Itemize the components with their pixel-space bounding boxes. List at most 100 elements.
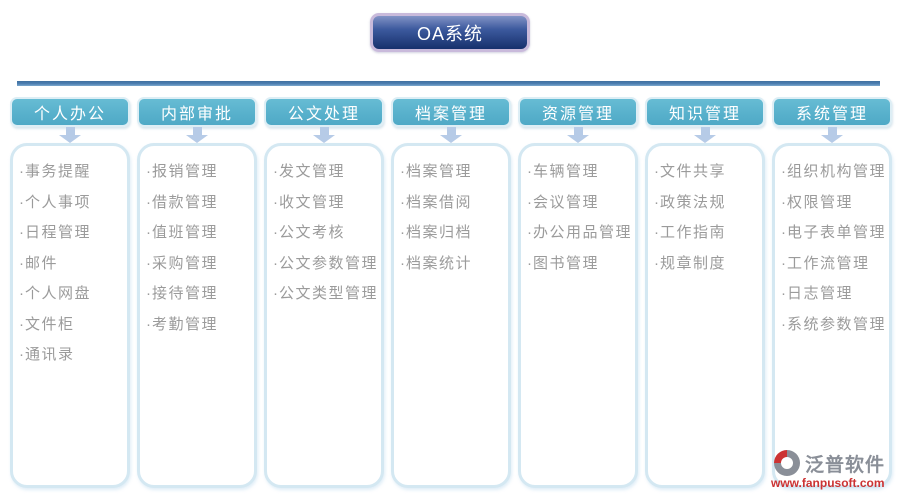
menu-item-label: 日志管理 — [787, 285, 854, 302]
menu-item: ·采购管理 — [146, 249, 252, 280]
menu-item: ·借款管理 — [146, 188, 252, 219]
down-arrow-icon — [391, 127, 511, 143]
menu-item-label: 文件共享 — [660, 163, 727, 180]
menu-item: ·文件柜 — [19, 310, 125, 341]
menu-item: ·收文管理 — [273, 188, 379, 219]
bullet-icon: · — [273, 163, 278, 180]
column-header: 系统管理 — [772, 97, 892, 127]
menu-item: ·通讯录 — [19, 340, 125, 371]
menu-item-label: 接待管理 — [152, 285, 219, 302]
bullet-icon: · — [781, 285, 786, 302]
bullet-icon: · — [146, 163, 151, 180]
menu-item: ·报销管理 — [146, 157, 252, 188]
menu-item-label: 组织机构管理 — [787, 163, 887, 180]
menu-item-label: 工作流管理 — [787, 254, 870, 272]
down-arrow-icon — [645, 127, 765, 143]
menu-items-list: ·事务提醒·个人事项·日程管理·邮件·个人网盘·文件柜·通讯录 — [13, 146, 127, 371]
menu-item-label: 档案借阅 — [406, 193, 473, 211]
column-items-box: ·组织机构管理·权限管理·电子表单管理·工作流管理·日志管理·系统参数管理 — [772, 143, 892, 488]
bullet-icon: · — [400, 224, 405, 241]
menu-column: 档案管理 ·档案管理·档案借阅·档案归档·档案统计 — [391, 97, 511, 488]
column-header: 档案管理 — [391, 97, 511, 127]
bullet-icon: · — [19, 193, 24, 211]
bullet-icon: · — [781, 163, 786, 180]
menu-item: ·公文类型管理 — [273, 279, 379, 310]
menu-item-label: 个人网盘 — [25, 285, 92, 302]
menu-item: ·考勤管理 — [146, 310, 252, 341]
menu-items-list: ·档案管理·档案借阅·档案归档·档案统计 — [394, 146, 508, 279]
menu-item-label: 文件柜 — [25, 315, 75, 333]
column-items-box: ·发文管理·收文管理·公文考核·公文参数管理·公文类型管理 — [264, 143, 384, 488]
down-arrow-icon — [518, 127, 638, 143]
menu-items-list: ·组织机构管理·权限管理·电子表单管理·工作流管理·日志管理·系统参数管理 — [775, 146, 889, 340]
menu-column: 个人办公 ·事务提醒·个人事项·日程管理·邮件·个人网盘·文件柜·通讯录 — [10, 97, 130, 488]
menu-column: 系统管理 ·组织机构管理·权限管理·电子表单管理·工作流管理·日志管理·系统参数… — [772, 97, 892, 488]
menu-item-label: 考勤管理 — [152, 315, 219, 333]
bullet-icon: · — [527, 254, 532, 272]
menu-item: ·日志管理 — [781, 279, 887, 310]
logo-name: 泛普软件 — [805, 454, 886, 476]
bullet-icon: · — [19, 163, 24, 180]
menu-item: ·组织机构管理 — [781, 157, 887, 188]
bullet-icon: · — [781, 315, 786, 333]
menu-item: ·文件共享 — [654, 157, 760, 188]
menu-column: 知识管理 ·文件共享·政策法规·工作指南·规章制度 — [645, 97, 765, 488]
menu-item: ·事务提醒 — [19, 157, 125, 188]
down-arrow-icon — [264, 127, 384, 143]
bullet-icon: · — [273, 254, 278, 272]
column-items-box: ·车辆管理·会议管理·办公用品管理·图书管理 — [518, 143, 638, 488]
bullet-icon: · — [146, 254, 151, 272]
bullet-icon: · — [781, 193, 786, 211]
bullet-icon: · — [19, 224, 24, 241]
fanpu-logo: 泛普软件 www.fanpusoft.com — [771, 447, 899, 490]
menu-item: ·规章制度 — [654, 249, 760, 280]
menu-item-label: 借款管理 — [152, 193, 219, 211]
bullet-icon: · — [527, 193, 532, 211]
bullet-icon: · — [273, 285, 278, 302]
bullet-icon: · — [527, 224, 532, 241]
bullet-icon: · — [19, 285, 24, 302]
menu-item: ·工作流管理 — [781, 249, 887, 280]
menu-item: ·值班管理 — [146, 218, 252, 249]
bullet-icon: · — [146, 315, 151, 333]
menu-item-label: 公文参数管理 — [279, 254, 379, 272]
menu-item-label: 收文管理 — [279, 193, 346, 211]
bullet-icon: · — [400, 193, 405, 211]
down-arrow-icon — [772, 127, 892, 143]
menu-item-label: 邮件 — [25, 254, 59, 272]
bullet-icon: · — [19, 346, 24, 363]
menu-item-label: 办公用品管理 — [533, 224, 633, 241]
bullet-icon: · — [273, 224, 278, 241]
menu-items-list: ·文件共享 ·政策法规 ·工作指南·规章制度 — [648, 146, 762, 279]
bullet-icon: · — [19, 315, 24, 333]
menu-column: 公文处理 ·发文管理·收文管理·公文考核·公文参数管理·公文类型管理 — [264, 97, 384, 488]
column-items-box: ·事务提醒·个人事项·日程管理·邮件·个人网盘·文件柜·通讯录 — [10, 143, 130, 488]
menu-item: ·工作指南 — [654, 218, 760, 249]
menu-item: ·接待管理 — [146, 279, 252, 310]
menu-item: ·档案管理 — [400, 157, 506, 188]
column-header-label: 系统管理 — [795, 106, 868, 123]
column-header-label: 公文处理 — [287, 106, 360, 123]
menu-item: ·电子表单管理 — [781, 218, 887, 249]
column-header-label: 资源管理 — [541, 106, 614, 123]
menu-item-label: 权限管理 — [787, 193, 854, 211]
menu-item-label: 公文类型管理 — [279, 285, 379, 302]
menu-column: 内部审批 ·报销管理·借款管理·值班管理·采购管理·接待管理·考勤管理 — [137, 97, 257, 488]
menu-item: ·系统参数管理 — [781, 310, 887, 341]
menu-item-label: 政策法规 — [660, 193, 727, 211]
menu-item-label: 档案管理 — [406, 163, 473, 180]
bullet-icon: · — [400, 163, 405, 180]
logo-url: www.fanpusoft.com — [771, 476, 885, 490]
column-items-box: ·档案管理·档案借阅·档案归档·档案统计 — [391, 143, 511, 488]
menu-item-label: 档案统计 — [406, 254, 473, 272]
menu-item: ·发文管理 — [273, 157, 379, 188]
menu-item: ·档案归档 — [400, 218, 506, 249]
menu-item-label: 车辆管理 — [533, 163, 600, 180]
menu-item: ·日程管理 — [19, 218, 125, 249]
bullet-icon: · — [654, 224, 659, 241]
column-header-label: 个人办公 — [33, 106, 106, 123]
menu-item: ·办公用品管理 — [527, 218, 633, 249]
menu-item-label: 会议管理 — [533, 193, 600, 211]
menu-item: ·车辆管理 — [527, 157, 633, 188]
